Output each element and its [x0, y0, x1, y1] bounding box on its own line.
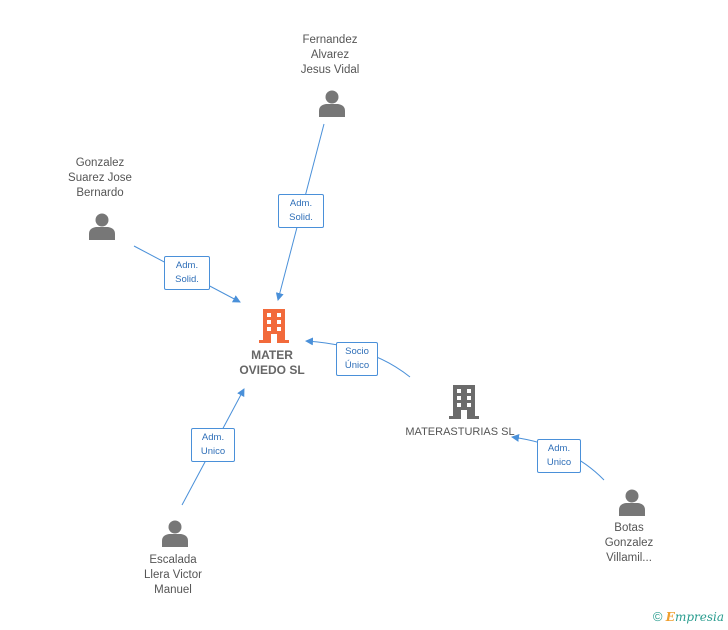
node-label-line: Villamil... [606, 552, 652, 564]
person-icon-escalada[interactable] [161, 519, 189, 547]
node-label-line: Suarez Jose [68, 172, 132, 184]
node-label-gonzalez[interactable]: Gonzalez Suarez Jose Bernardo [50, 156, 150, 201]
edge-badge-botas[interactable]: Adm. Unico [537, 439, 581, 473]
edge-badge-line: Único [344, 360, 370, 371]
node-label-line: OVIEDO SL [239, 363, 305, 377]
node-label-fernandez[interactable]: Fernandez Alvarez Jesus Vidal [280, 33, 380, 78]
brand-logo-initial: E [665, 610, 675, 624]
node-label-mater-oviedo[interactable]: MATER OVIEDO SL [222, 348, 322, 378]
edge-badge-line: Solid. [289, 212, 313, 223]
node-label-line: Gonzalez [75, 157, 125, 169]
node-label-line: Llera Victor [144, 569, 202, 581]
building-icon-materasturias[interactable] [449, 385, 479, 419]
node-label-line: Fernandez [302, 34, 358, 46]
edge-badge-gonzalez[interactable]: Adm. Solid. [164, 256, 210, 290]
node-label-line: Jesus Vidal [300, 64, 360, 76]
edge-badge-fernandez[interactable]: Adm. Solid. [278, 194, 324, 228]
edge-badge-escalada[interactable]: Adm. Unico [191, 428, 235, 462]
node-label-line: Manuel [154, 584, 192, 596]
edge-badge-line: Unico [546, 457, 572, 468]
edge-badge-line: Adm. [289, 198, 313, 209]
person-icon-fernandez[interactable] [318, 89, 346, 117]
edge-badge-line: Unico [200, 446, 226, 457]
person-icon-botas[interactable] [618, 488, 646, 516]
node-label-line: Gonzalez [604, 537, 654, 549]
copyright-icon: © [652, 609, 663, 624]
node-label-escalada[interactable]: Escalada Llera Victor Manuel [123, 553, 223, 598]
node-label-botas[interactable]: Botas Gonzalez Villamil... [579, 521, 679, 566]
node-label-line: MATERASTURIAS SL [405, 426, 515, 438]
edge-badge-line: Socio [345, 346, 369, 357]
edge-badge-line: Adm. [547, 443, 571, 454]
node-label-line: Botas [614, 522, 644, 534]
node-label-line: Bernardo [76, 187, 124, 199]
node-label-materasturias[interactable]: MATERASTURIAS SL [400, 425, 520, 440]
footer-brand[interactable]: © Empresia [653, 609, 724, 624]
edge-badge-line: Adm. [201, 432, 225, 443]
node-label-line: Escalada [149, 554, 197, 566]
node-label-line: MATER [251, 348, 293, 362]
node-label-line: Alvarez [310, 49, 350, 61]
edge-badge-materasturias[interactable]: Socio Único [336, 342, 378, 376]
building-icon-mater-oviedo[interactable] [259, 309, 289, 343]
edge-badge-line: Adm. [175, 260, 199, 271]
brand-logo-text: mpresia [674, 610, 724, 624]
edge-badge-line: Solid. [175, 274, 199, 285]
person-icon-gonzalez[interactable] [88, 212, 116, 240]
